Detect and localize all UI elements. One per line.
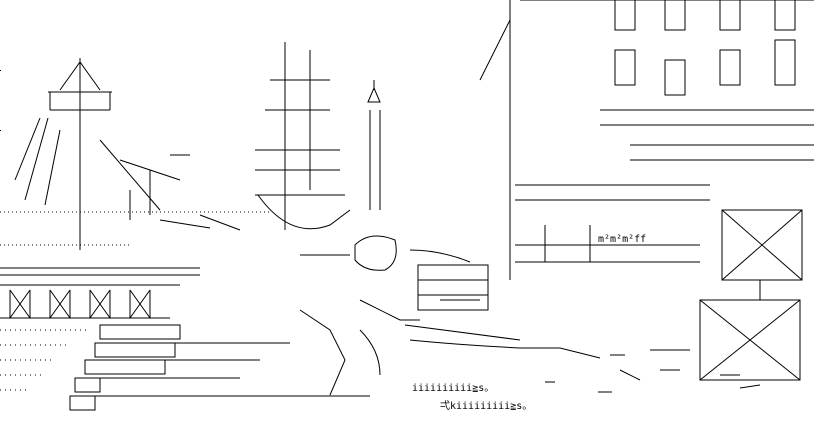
ship-mast-left (14, 58, 241, 250)
label-kiiii-1: iiiiiiiiii≧s。 (412, 383, 494, 394)
steps (69, 324, 370, 411)
scaffold-right (699, 209, 803, 381)
character-figure (299, 235, 521, 396)
label-m2: m²m²m²ff (598, 234, 646, 245)
boat-hull (255, 194, 351, 230)
dotted-sky-left (0, 70, 1, 131)
building-right (479, 0, 814, 280)
label-kiiii-2: 弌kiiiiiiiii≧s。 (440, 399, 532, 412)
waterline-dots (0, 211, 270, 246)
ground-dashes (520, 347, 761, 393)
crate (417, 264, 489, 311)
railing-left (0, 267, 200, 319)
tower-center (255, 42, 381, 230)
pavement-dots (0, 329, 90, 391)
